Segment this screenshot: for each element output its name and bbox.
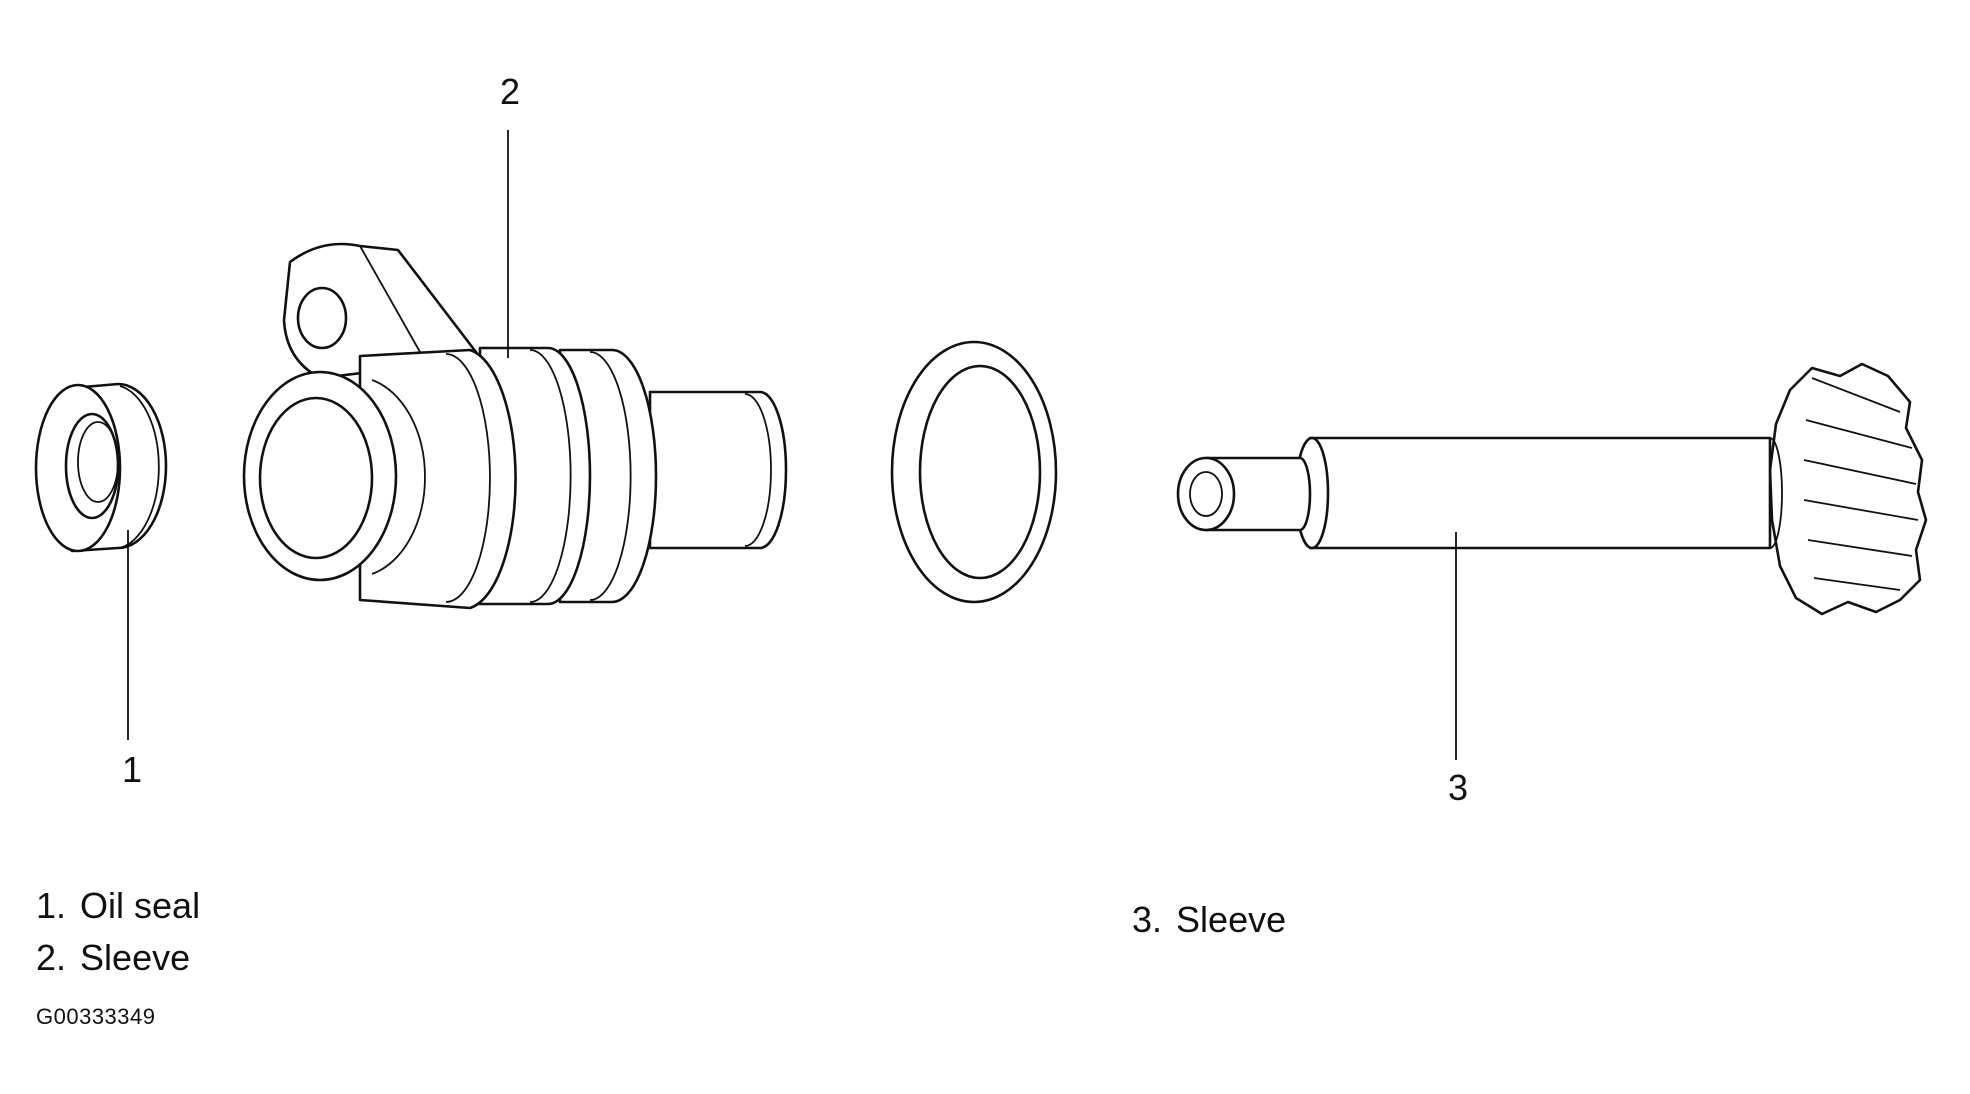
sleeve-housing-drawing [242,242,788,610]
oil-seal-drawing [34,382,168,553]
legend-item-sleeve-shaft: 3. Sleeve [1132,894,1286,946]
legend-left: 1. Oil seal 2. Sleeve [36,880,200,984]
legend-right: 3. Sleeve [1132,894,1286,946]
legend-label: Oil seal [80,885,201,926]
sleeve-shaft-drawing [1176,362,1928,616]
callout-2: 2 [500,71,520,112]
legend-label: Sleeve [1176,899,1287,940]
legend-label: Sleeve [80,937,191,978]
figure-id: G00333349 [36,1004,156,1029]
legend-item-sleeve: 2. Sleeve [36,932,200,984]
legend-number: 2. [36,937,67,978]
callout-1: 1 [122,749,142,790]
legend-number: 3. [1132,899,1163,940]
callout-3: 3 [1448,767,1468,808]
legend-item-oil-seal: 1. Oil seal [36,880,200,932]
legend-number: 1. [36,885,67,926]
gasket-ring-drawing [890,340,1058,604]
